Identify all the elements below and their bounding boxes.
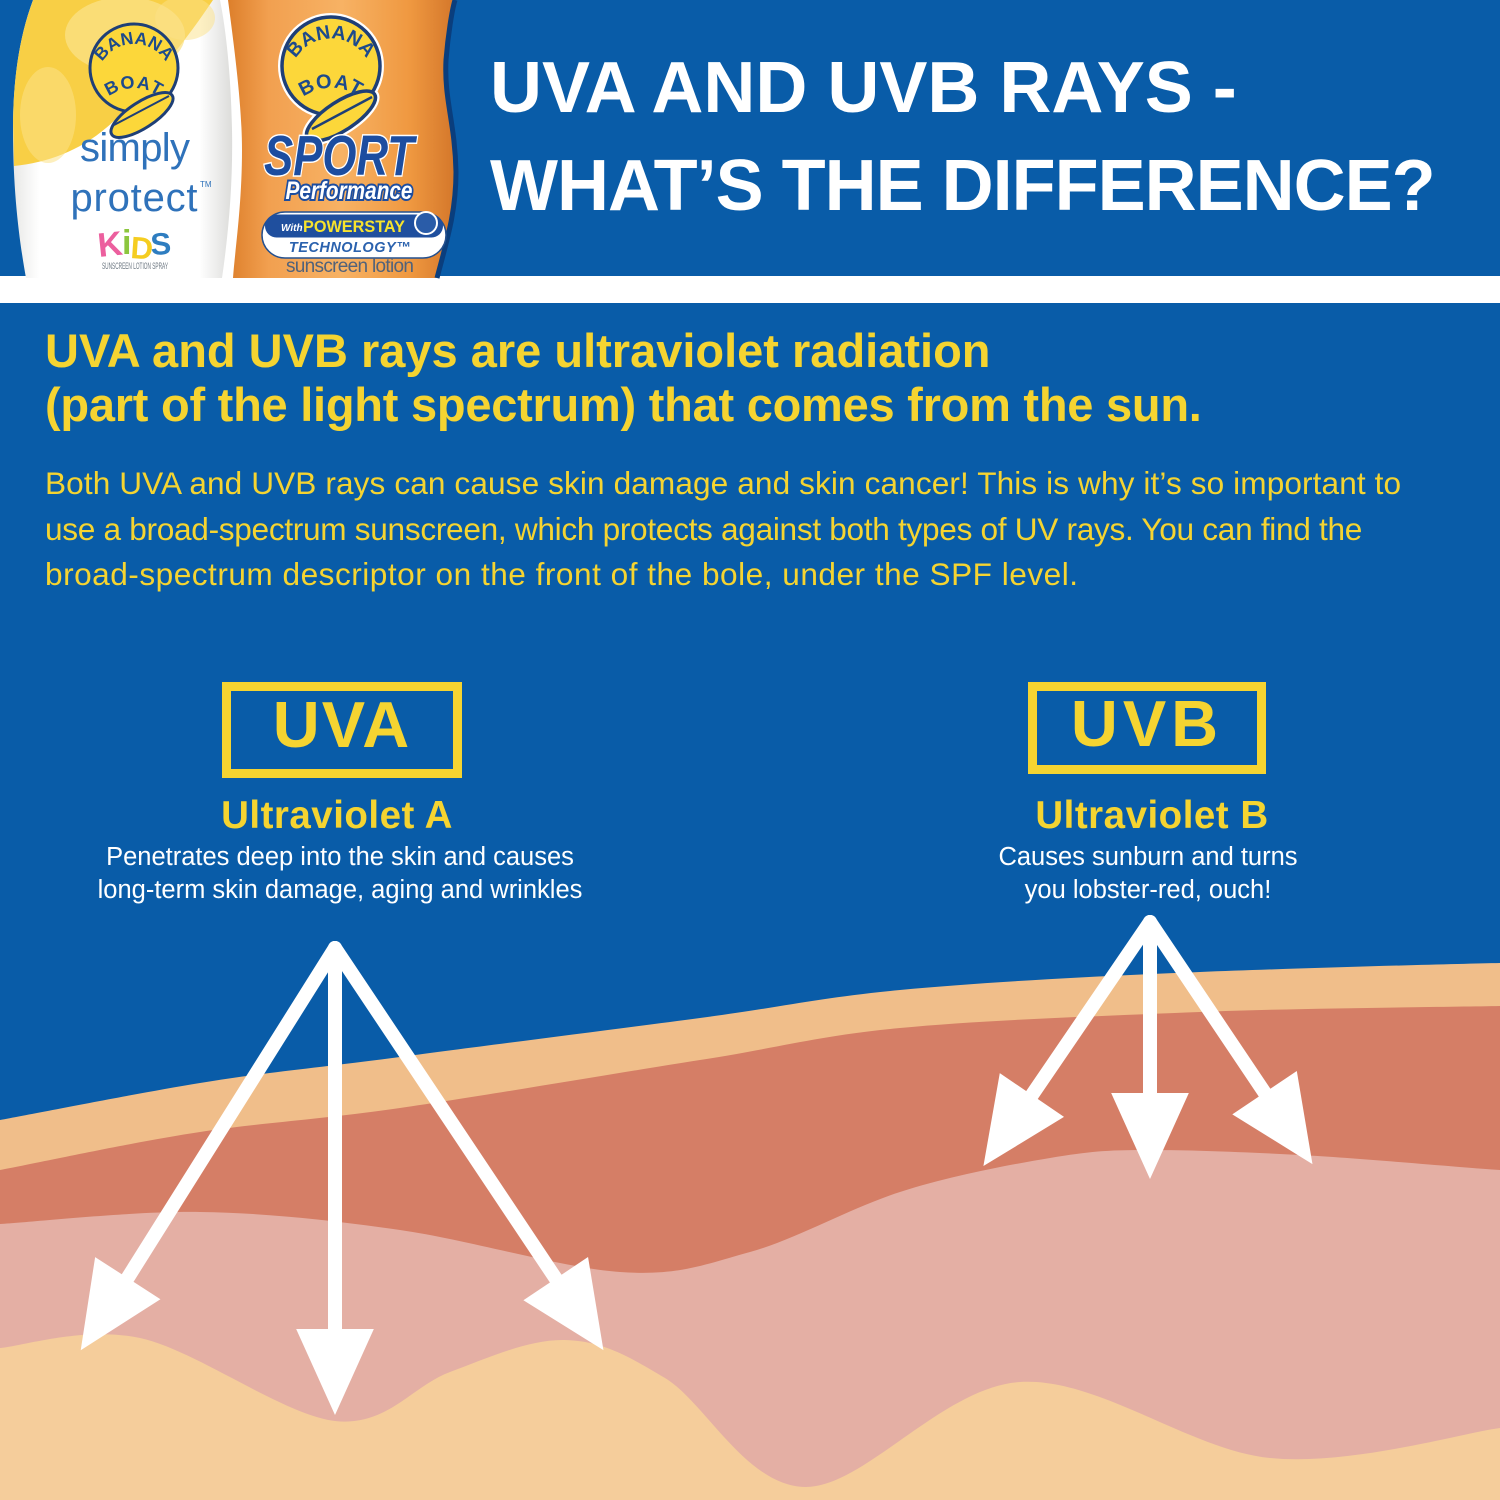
svg-text:protect: protect xyxy=(71,176,198,220)
svg-text:D: D xyxy=(130,230,155,266)
svg-text:POWERSTAY: POWERSTAY xyxy=(303,218,405,236)
svg-text:TECHNOLOGY™: TECHNOLOGY™ xyxy=(289,240,411,256)
svg-text:Performance: Performance xyxy=(286,177,413,205)
svg-text:TM: TM xyxy=(200,180,212,189)
svg-text:SPORT: SPORT xyxy=(264,124,417,188)
svg-text:With: With xyxy=(281,223,303,234)
svg-text:sunscreen lotion: sunscreen lotion xyxy=(286,256,414,277)
svg-text:simply: simply xyxy=(80,126,190,170)
svg-text:K: K xyxy=(96,225,125,265)
svg-text:S: S xyxy=(150,226,172,262)
svg-text:SUNSCREEN LOTION SPRAY: SUNSCREEN LOTION SPRAY xyxy=(102,261,168,271)
svg-text:i: i xyxy=(122,224,131,262)
